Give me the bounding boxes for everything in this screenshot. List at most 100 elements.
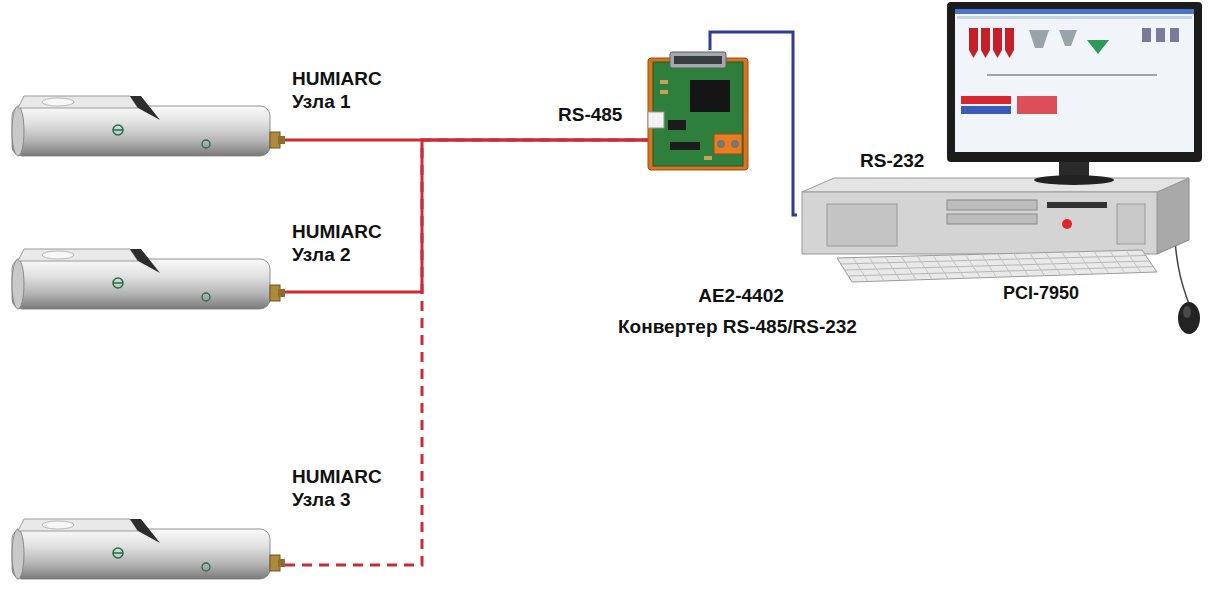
keyboard-key: [949, 255, 964, 278]
case-panel: [827, 204, 897, 246]
sensor-body: [12, 259, 270, 309]
port: [648, 112, 664, 128]
device-label: PCI-7950: [1003, 283, 1079, 305]
monitor-bezel: [947, 2, 1202, 162]
keyboard-key: [965, 255, 980, 278]
keyboard-key: [1078, 252, 1093, 274]
screen-conveyor: [987, 74, 1157, 76]
sensor-logo: [113, 129, 123, 131]
sensor-node: HUMIARC Узла 2: [10, 245, 285, 313]
dashed-bus-line: [285, 140, 648, 565]
screen-icon: [1156, 28, 1165, 42]
label-holder: HUMIARC Узла 2: [292, 221, 402, 267]
keyboard: [837, 250, 1157, 282]
screen-block: [961, 106, 1011, 114]
node-label: HUMIARC Узла 2: [292, 221, 402, 267]
sensor-drawing: [10, 515, 285, 583]
screen-silo: [981, 28, 990, 50]
keyboard-key: [933, 255, 948, 278]
screen-bar: [955, 9, 1194, 14]
screen-silo: [993, 28, 1002, 50]
node-label: HUMIARC Узла 3: [292, 466, 402, 512]
terminal-screw: [731, 140, 739, 148]
screen-icon: [1142, 28, 1151, 42]
keyboard-key: [1030, 253, 1045, 276]
terminal-screw: [717, 140, 725, 148]
mouse: [1178, 302, 1200, 334]
keyboard-key: [901, 256, 916, 280]
sensor-cap: [12, 259, 24, 309]
interface-label: RS-485: [556, 104, 624, 127]
power-led: [1062, 219, 1072, 229]
sensor-connector: [278, 289, 285, 297]
screen-silo: [1005, 50, 1014, 58]
relay: [690, 80, 730, 112]
sensor-drawing: [10, 245, 285, 313]
screen-hopper: [1087, 40, 1109, 54]
screen-block: [1017, 96, 1057, 114]
drive-slot: [1047, 202, 1107, 208]
monitor-screen: [955, 9, 1194, 152]
keyboard-key: [885, 257, 900, 281]
sensor-logo: [113, 282, 123, 284]
converter-drawing: [648, 50, 748, 170]
converter-node: AE2-4402Конвертер RS-485/RS-232: [648, 50, 748, 170]
label-holder: HUMIARC Узла 3: [292, 466, 402, 512]
sensor-wedge: [130, 96, 160, 120]
drive-bay: [947, 214, 1037, 224]
sensor-window: [42, 521, 74, 529]
sensor-cap: [12, 106, 24, 156]
label-holder: RS-232: [858, 150, 926, 173]
converter-board: [653, 62, 743, 166]
keyboard-key: [1110, 251, 1125, 273]
screen-menu: [957, 16, 1192, 19]
keyboard-key: [998, 254, 1013, 277]
device-model: AE2-4402: [698, 285, 784, 308]
label-holder: Конвертер RS-485/RS-232: [618, 316, 857, 339]
sensor-connector: [278, 136, 285, 144]
case-front: [802, 192, 1157, 254]
mouse: [1183, 306, 1191, 318]
sensor-connector: [278, 559, 285, 567]
chip: [670, 142, 700, 150]
screen-silo: [981, 50, 990, 58]
sensor-drawing: [10, 92, 285, 160]
sensor-plate: [18, 96, 138, 108]
sensor-wedge: [130, 249, 160, 273]
keyboard-key: [917, 256, 932, 279]
node-label: HUMIARC Узла 1: [292, 68, 402, 114]
sensor-logo: [113, 278, 123, 288]
sensor-node: HUMIARC Узла 3: [10, 515, 285, 583]
keyboard-key: [1062, 252, 1077, 275]
screen-block: [961, 96, 1011, 104]
sensor-body: [12, 106, 270, 156]
component: [660, 80, 668, 84]
drive-bay: [947, 200, 1037, 210]
bus-line: [285, 140, 648, 292]
sensor-cap: [12, 529, 24, 579]
sensor-logo: [202, 293, 210, 301]
sensor-wedge: [130, 519, 160, 543]
label-holder: HUMIARC Узла 1: [292, 68, 402, 114]
db25-connector: [674, 56, 722, 64]
case-panel: [1117, 204, 1145, 244]
db25-connector: [670, 52, 726, 68]
interface-label: RS-232: [858, 150, 926, 173]
component: [660, 90, 668, 94]
converter-housing: [648, 58, 748, 170]
sensor-logo: [113, 552, 123, 554]
screen-silo: [969, 50, 978, 58]
keyboard-key: [853, 258, 868, 282]
sensor-logo: [113, 125, 123, 135]
sensor-node: HUMIARC Узла 1: [10, 92, 285, 160]
mouse-cable: [1175, 240, 1189, 304]
sensor-logo: [202, 140, 210, 148]
screen-silo: [993, 50, 1002, 58]
screen-silo: [969, 28, 978, 50]
keyboard-key: [1094, 251, 1109, 273]
sensor-logo: [202, 563, 210, 571]
screen-hopper: [1059, 30, 1077, 46]
sensor-plate: [18, 519, 138, 531]
sensor-window: [42, 98, 74, 106]
